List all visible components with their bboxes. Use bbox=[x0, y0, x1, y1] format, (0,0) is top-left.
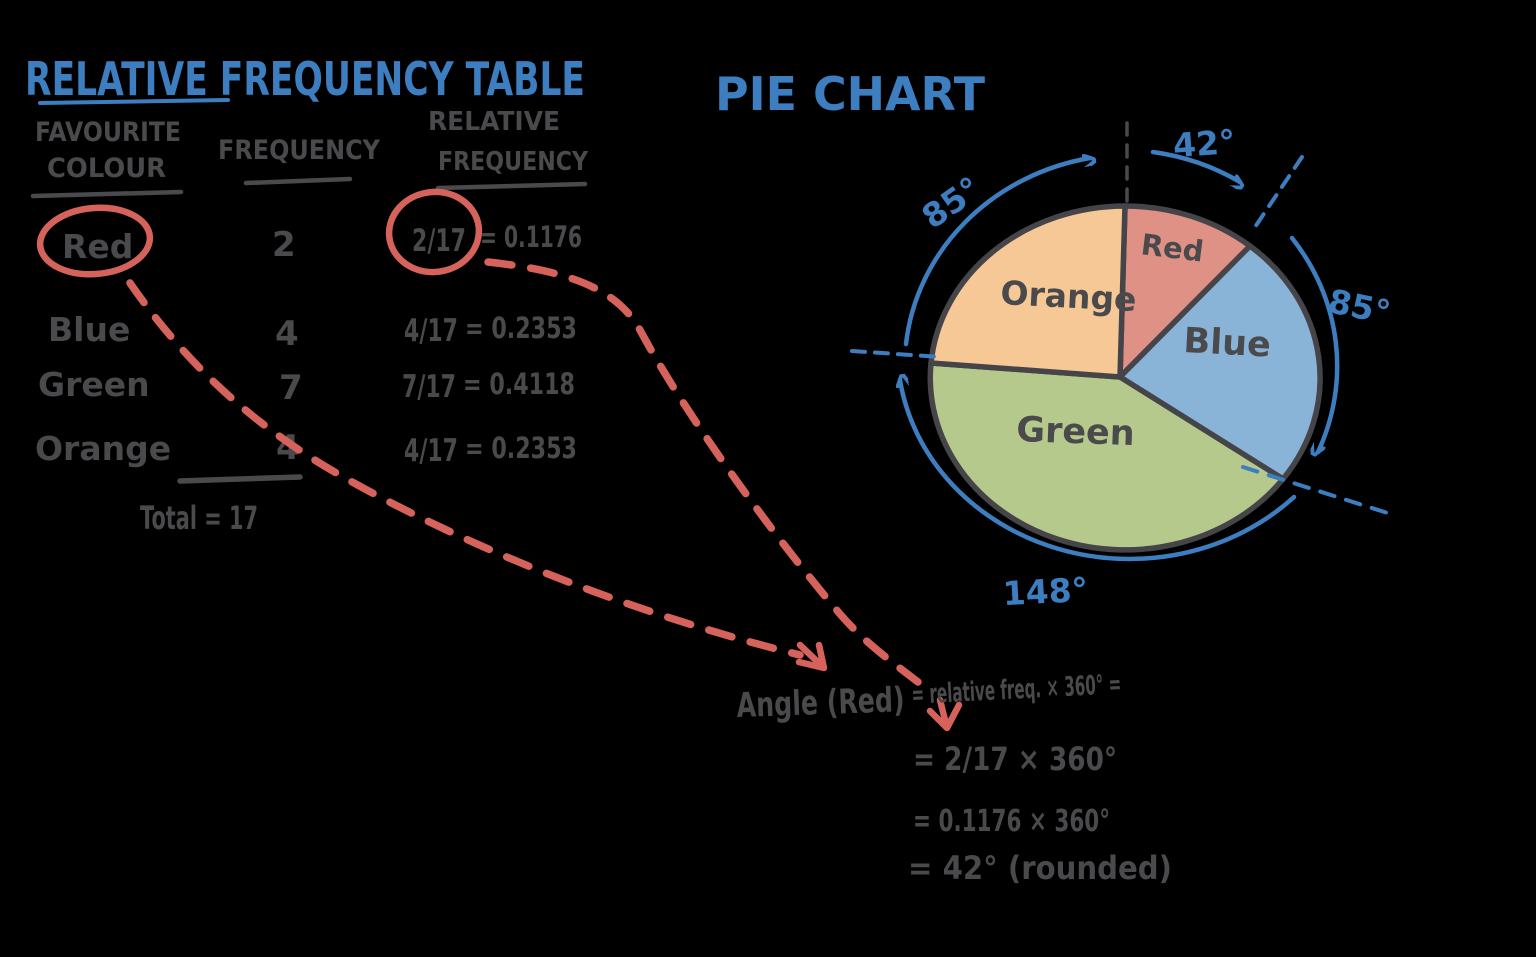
connector-arrowhead-angle bbox=[795, 641, 828, 672]
col-header-favourite: Favourite bbox=[35, 117, 181, 148]
formula-line1-lhs: Angle (Red) bbox=[736, 680, 905, 726]
guide-dash-left bbox=[850, 349, 943, 359]
pie-slice-blue bbox=[1117, 243, 1323, 482]
row-fraction: 4/17 bbox=[404, 313, 458, 349]
total-label: Total = 17 bbox=[140, 499, 258, 537]
pie-slice-red bbox=[1117, 203, 1253, 380]
pie-slice-orange bbox=[928, 203, 1128, 380]
angle-label-green: 148° bbox=[1002, 570, 1089, 613]
row-frequency-value: 7 bbox=[279, 368, 303, 408]
pie-chart: Pie Chart Red Blue Green Orange 85° 42° … bbox=[715, 67, 1399, 613]
formula-line2: = 2/17 × 360° bbox=[913, 740, 1117, 778]
formula-line3: = 0.1176 × 360° bbox=[913, 804, 1110, 839]
row-decimal: = 0.1176 bbox=[480, 220, 582, 254]
connector-fraction-to-formula bbox=[484, 258, 922, 686]
arc-green-148deg bbox=[900, 380, 1297, 562]
col-header-frequency: Frequency bbox=[218, 135, 380, 166]
highlight-circle-red-fraction bbox=[385, 188, 483, 276]
connector-arrowhead-fraction bbox=[926, 696, 963, 732]
row-fraction: 4/17 bbox=[404, 433, 458, 469]
formula-line4: = 42° (rounded) bbox=[908, 849, 1172, 887]
frequency-table: Relative Frequency Table Favourite Colou… bbox=[25, 52, 589, 537]
row-decimal: = 0.2353 bbox=[465, 311, 577, 345]
pie-title: Pie Chart bbox=[715, 67, 986, 121]
guide-dash-42deg bbox=[1249, 155, 1304, 235]
formula-line1-rhs: = relative freq. × 360° = bbox=[911, 669, 1122, 711]
angle-label-orange: 85° bbox=[915, 169, 989, 237]
row-colour-label: Green bbox=[38, 365, 150, 404]
title-underline bbox=[38, 98, 230, 105]
row-colour-label: Orange bbox=[35, 429, 171, 468]
col-header-rel-frequency: Frequency bbox=[438, 147, 589, 177]
total-sum-line bbox=[177, 474, 303, 484]
arc-red-42deg bbox=[1150, 149, 1240, 182]
pie-slice-green bbox=[927, 360, 1286, 553]
angle-label-red: 42° bbox=[1172, 122, 1237, 165]
row-colour-label: Blue bbox=[48, 310, 130, 349]
col1-underline bbox=[30, 189, 184, 199]
table-row-orange: Orange 4 4/17 = 0.2353 bbox=[35, 428, 577, 469]
row-decimal: = 0.2353 bbox=[465, 431, 577, 465]
col2-underline bbox=[243, 176, 353, 186]
row-fraction: 2/17 bbox=[412, 223, 466, 259]
row-decimal: = 0.4118 bbox=[463, 367, 575, 401]
row-frequency-value: 4 bbox=[275, 314, 299, 354]
arc-orange-85deg bbox=[903, 158, 1090, 347]
pie-label-blue: Blue bbox=[1183, 321, 1272, 366]
connector-lines bbox=[126, 258, 963, 732]
guide-dash-127deg bbox=[1241, 465, 1399, 518]
table-row-red: Red 2 2/17 = 0.1176 bbox=[36, 188, 582, 278]
row-colour-label: Red bbox=[62, 227, 133, 266]
table-title: Relative Frequency Table bbox=[25, 52, 585, 106]
col3-underline bbox=[435, 181, 588, 191]
pie-label-red: Red bbox=[1139, 227, 1205, 268]
table-row-blue: Blue 4 4/17 = 0.2353 bbox=[48, 310, 577, 354]
table-row-green: Green 7 7/17 = 0.4118 bbox=[38, 365, 575, 408]
pie-label-green: Green bbox=[1016, 410, 1136, 454]
arc-blue-85deg bbox=[1289, 235, 1340, 452]
row-fraction: 7/17 bbox=[402, 369, 456, 405]
highlight-circle-red-label bbox=[36, 204, 154, 278]
pie-label-orange: Orange bbox=[1000, 273, 1138, 319]
col-header-colour: Colour bbox=[47, 153, 166, 184]
row-frequency-value: 2 bbox=[272, 225, 296, 265]
angle-calculation: Angle (Red) = relative freq. × 360° = = … bbox=[736, 669, 1172, 887]
col-header-relative: Relative bbox=[428, 107, 560, 137]
connector-red-label-to-formula bbox=[126, 279, 804, 659]
